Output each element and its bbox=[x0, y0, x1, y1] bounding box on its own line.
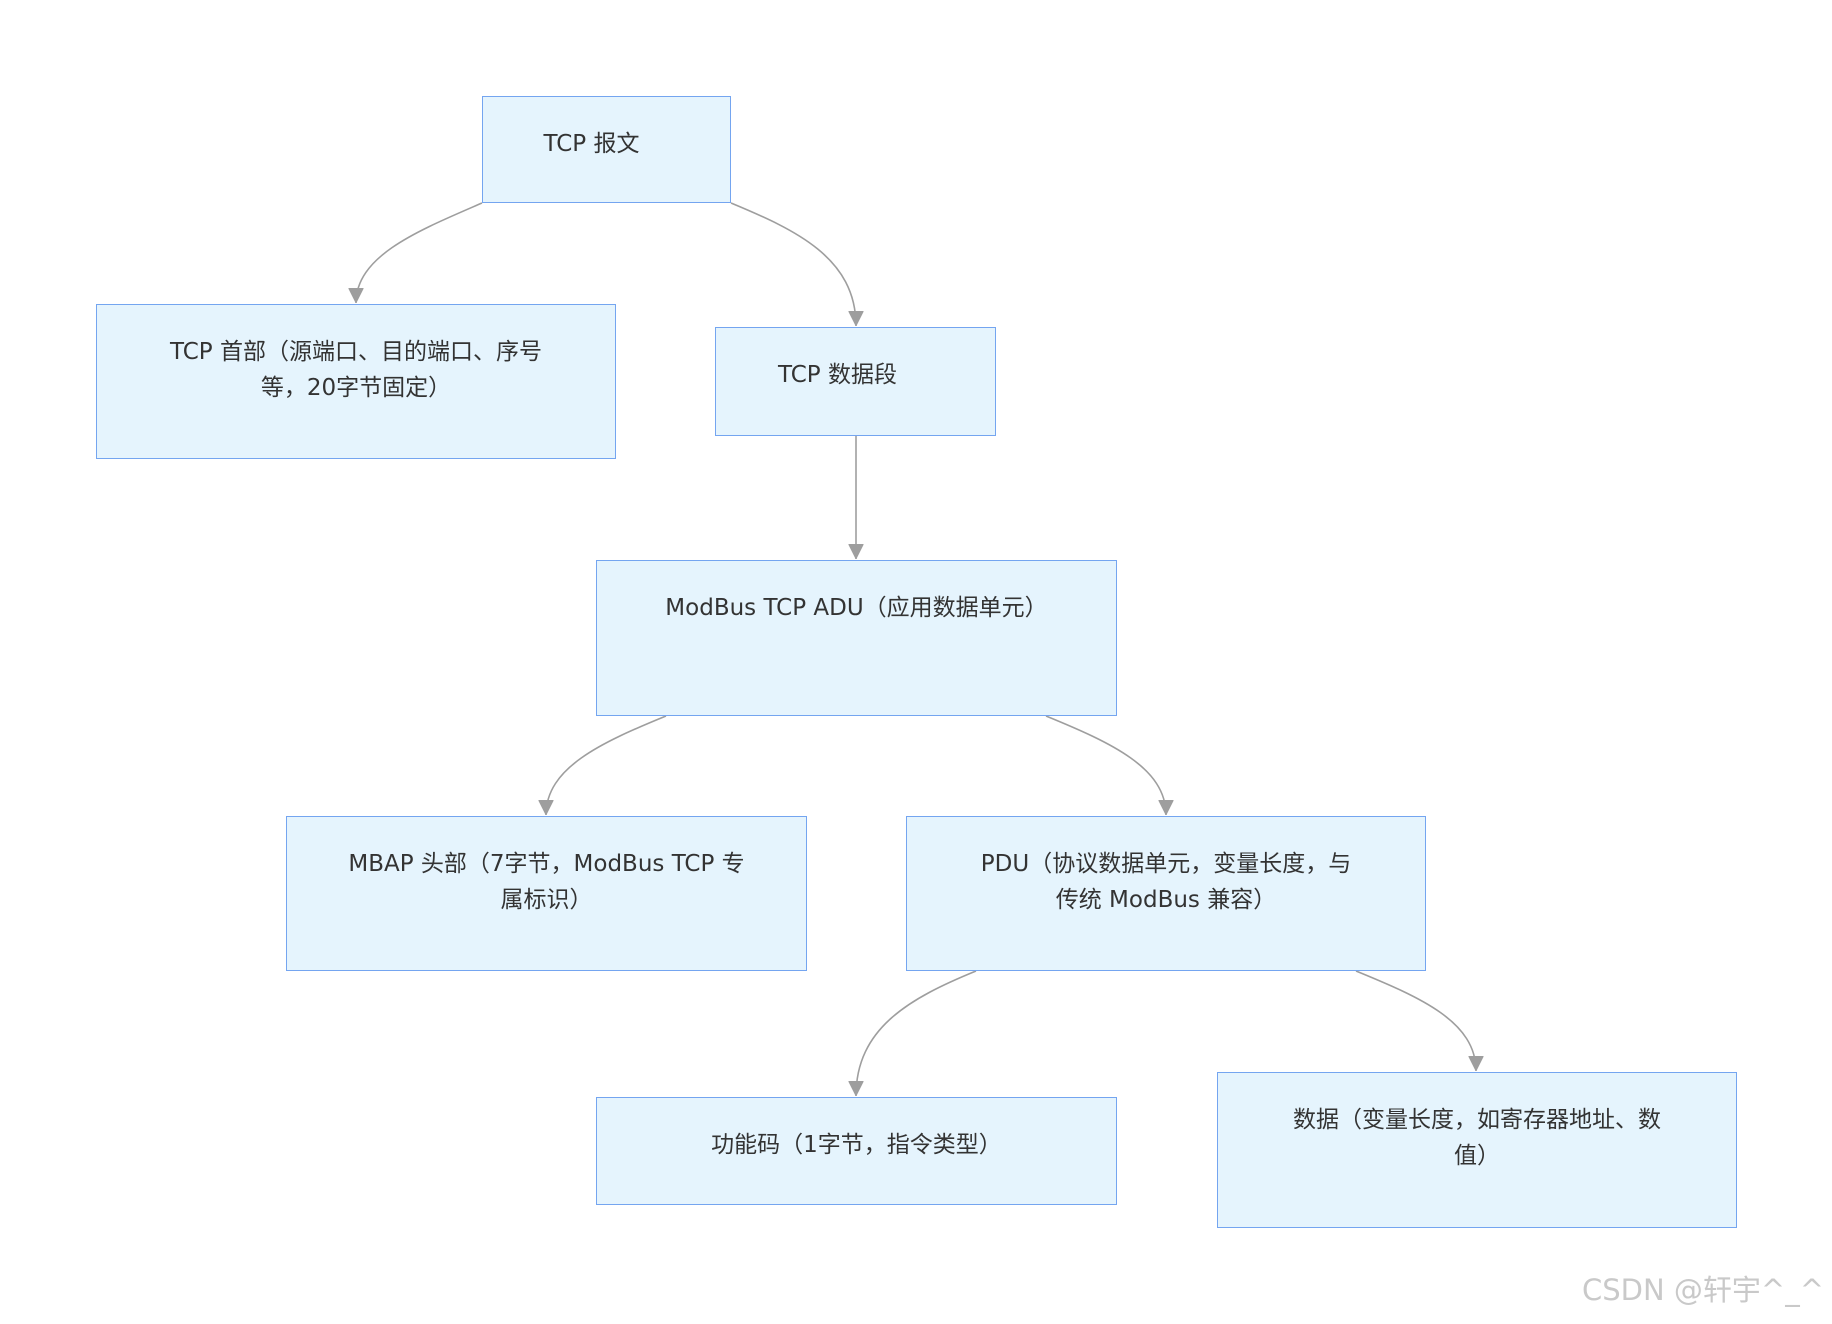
node-data: 数据（变量长度，如寄存器地址、数 值） bbox=[1217, 1072, 1737, 1228]
node-label-line: PDU（协议数据单元，变量长度，与 bbox=[980, 851, 1352, 877]
node-label-line: 数据（变量长度，如寄存器地址、数 bbox=[1293, 1107, 1661, 1133]
node-modbus-tcp-adu: ModBus TCP ADU（应用数据单元） bbox=[596, 560, 1117, 716]
node-label-line: ModBus TCP ADU（应用数据单元） bbox=[665, 595, 1048, 621]
node-label-line: TCP 报文 bbox=[543, 131, 640, 157]
edge-adu-to-pdu bbox=[1045, 715, 1166, 815]
edge-tcp-packet-to-tcp-data bbox=[730, 202, 856, 326]
node-label-line: 等，20字节固定） bbox=[260, 375, 452, 401]
node-mbap-header: MBAP 头部（7字节，ModBus TCP 专 属标识） bbox=[286, 816, 807, 971]
edge-adu-to-mbap bbox=[546, 715, 667, 815]
watermark: CSDN @轩宇^_^ bbox=[1582, 1273, 1824, 1307]
node-tcp-header: TCP 首部（源端口、目的端口、序号 等，20字节固定） bbox=[96, 304, 616, 459]
edge-pdu-to-data bbox=[1355, 970, 1476, 1071]
node-tcp-data-segment: TCP 数据段 bbox=[715, 327, 996, 436]
edge-tcp-packet-to-tcp-header bbox=[356, 202, 483, 303]
node-label-line: 属标识） bbox=[500, 887, 593, 913]
node-pdu: PDU（协议数据单元，变量长度，与 传统 ModBus 兼容） bbox=[906, 816, 1426, 971]
node-label-line: 传统 ModBus 兼容） bbox=[1055, 887, 1277, 913]
node-tcp-packet: TCP 报文 bbox=[482, 96, 731, 203]
node-label-line: TCP 数据段 bbox=[778, 362, 897, 388]
edge-pdu-to-function-code bbox=[856, 970, 977, 1096]
node-label-line: TCP 首部（源端口、目的端口、序号 bbox=[170, 339, 542, 365]
node-function-code: 功能码（1字节，指令类型） bbox=[596, 1097, 1117, 1205]
node-label-line: 值） bbox=[1454, 1143, 1500, 1169]
node-label-line: 功能码（1字节，指令类型） bbox=[711, 1132, 1002, 1158]
node-label-line: MBAP 头部（7字节，ModBus TCP 专 bbox=[348, 851, 745, 877]
